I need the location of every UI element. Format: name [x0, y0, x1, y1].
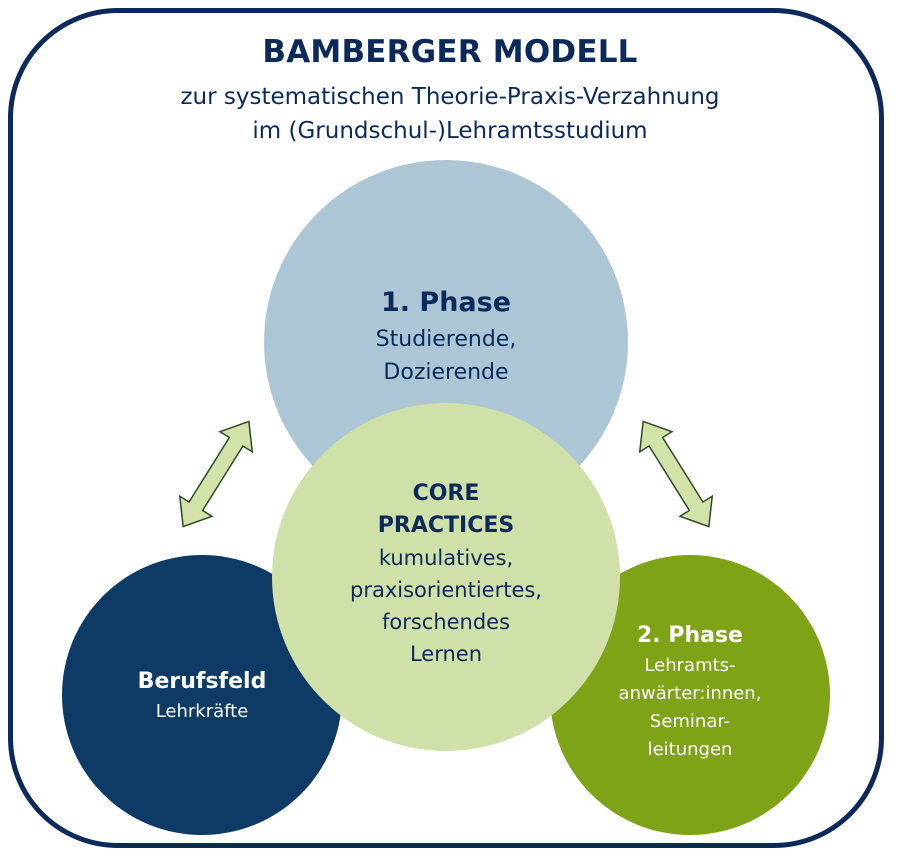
phase1-line-2: Dozierende	[383, 360, 509, 385]
core-line-4: Lernen	[409, 642, 483, 666]
phase1-text: 1. Phase Studierende, Dozierende	[296, 284, 596, 388]
berufsfeld-title: Berufsfeld	[137, 669, 267, 694]
phase2-circle	[550, 555, 830, 835]
core-line-2: praxisorientiertes,	[350, 578, 542, 602]
phase2-text: 2. Phase Lehramts- anwärter:innen, Semin…	[590, 620, 790, 764]
double-arrow-icon	[638, 420, 714, 528]
phase2-line-1: Lehramts-	[644, 655, 736, 676]
diagram-subtitle-line-1: zur systematischen Theorie-Praxis-Verzah…	[180, 84, 720, 110]
phase2-line-2: anwärter:innen,	[618, 683, 762, 704]
core-line-3: forschendes	[381, 610, 511, 634]
phase1-line-1: Studierende,	[375, 327, 517, 352]
core-title-line-2: PRACTICES	[377, 513, 515, 538]
core-title-line-1: CORE	[412, 481, 480, 506]
double-arrow-icon	[178, 420, 254, 528]
diagram-title: BAMBERGER MODELL	[262, 34, 638, 70]
berufsfeld-line-1: Lehrkräfte	[155, 701, 249, 722]
berufsfeld-circle	[62, 555, 342, 835]
diagram-subtitle-line-2: im (Grundschul-)Lehramtsstudium	[252, 118, 648, 144]
phase2-line-4: leitungen	[647, 739, 733, 760]
core-line-1: kumulatives,	[378, 546, 514, 570]
phase1-title: 1. Phase	[380, 287, 512, 318]
core-practices-text: CORE PRACTICES kumulatives, praxisorient…	[306, 478, 586, 670]
phase2-line-3: Seminar-	[649, 711, 731, 732]
berufsfeld-text: Berufsfeld Lehrkräfte	[92, 666, 312, 726]
core-practices-circle	[272, 403, 620, 751]
phase2-title: 2. Phase	[637, 623, 743, 648]
